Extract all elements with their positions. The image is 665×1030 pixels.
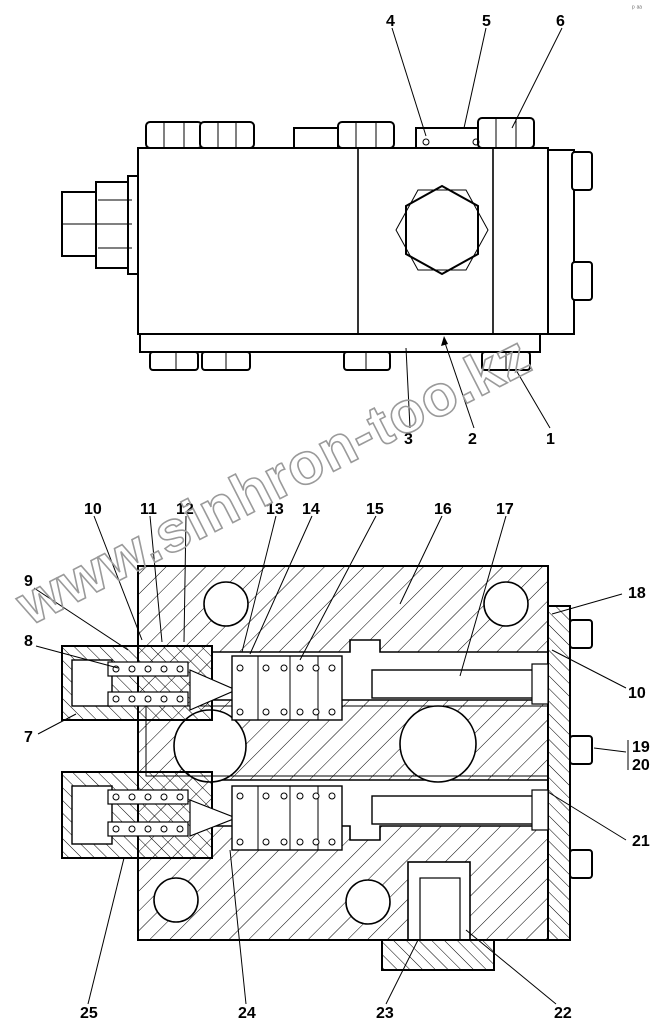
callout-12: 12: [176, 501, 194, 518]
callout-16: 16: [434, 501, 452, 518]
callout-24: 24: [238, 1005, 256, 1022]
callout-4: 4: [386, 13, 395, 30]
corner-mark: ᵖ ᵃᵃ: [632, 5, 642, 12]
callout-3: 3: [404, 431, 413, 448]
callout-18: 18: [628, 585, 646, 602]
top-leaders: [391, 27, 563, 429]
callout-1: 1: [546, 431, 555, 448]
callout-10-left: 10: [84, 501, 102, 518]
section-leaders: [33, 515, 629, 1005]
callout-20: 20: [632, 757, 650, 774]
callout-11: 11: [140, 501, 157, 518]
section-view: [61, 565, 593, 971]
callout-22: 22: [554, 1005, 572, 1022]
callout-23: 23: [376, 1005, 394, 1022]
callout-5: 5: [482, 13, 491, 30]
callout-25: 25: [80, 1005, 98, 1022]
callout-10-right: 10: [628, 685, 646, 702]
callout-8: 8: [24, 633, 33, 650]
callout-13: 13: [266, 501, 284, 518]
section-view-callouts: 10 11 12 13 14 15 16 17 9 8 7 18 10 19 2…: [24, 501, 650, 1022]
callout-9: 9: [24, 573, 33, 590]
callout-19: 19: [632, 739, 650, 756]
callout-17: 17: [496, 501, 514, 518]
top-view: [61, 117, 593, 371]
callout-21: 21: [632, 833, 650, 850]
top-nuts: [145, 117, 535, 149]
callout-14: 14: [302, 501, 320, 518]
valve-housing-top: [137, 147, 549, 335]
callout-7: 7: [24, 729, 33, 746]
top-view-callouts: 4 5 6 3 2 1: [386, 13, 565, 448]
callout-6: 6: [556, 13, 565, 30]
callout-15: 15: [366, 501, 384, 518]
callout-2: 2: [468, 431, 477, 448]
